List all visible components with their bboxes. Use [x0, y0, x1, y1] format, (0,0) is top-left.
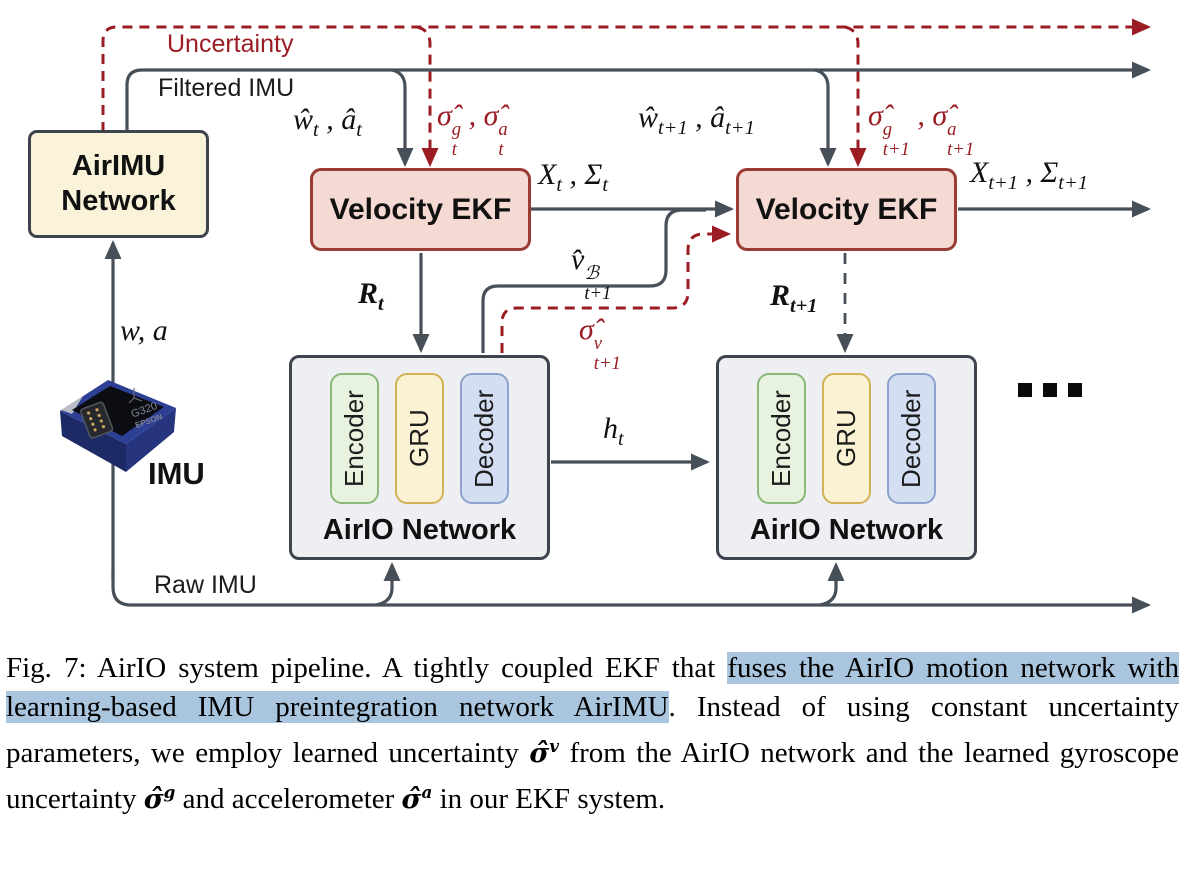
- velocity-uncertainty-line: [500, 225, 731, 353]
- encoder-pill: Encoder: [757, 373, 806, 504]
- ellipsis-icon: [1018, 383, 1082, 397]
- label-x-sigma-t: Xt , Σt: [538, 158, 608, 196]
- filtered-imu-line: [125, 61, 1151, 132]
- airio-network-2-box: Encoder GRU Decoder AirIO Network: [716, 355, 977, 560]
- label-w-a: w, a: [120, 314, 168, 347]
- caption-text: . Instead of using constant uncertainty …: [6, 691, 1179, 769]
- filtered-imu-branch-ekf1: [391, 68, 414, 167]
- connector-lines: [101, 18, 1151, 614]
- gru-pill: GRU: [822, 373, 871, 504]
- label-what-t1: ŵt+1 , ât+1: [638, 101, 755, 139]
- raw-imu-branch-airio2: [819, 562, 845, 607]
- velocity-ekf-2-label: Velocity EKF: [755, 192, 938, 226]
- uncertainty-label: Uncertainty: [167, 30, 294, 58]
- caption-math-symbol: σ̂a: [401, 782, 433, 815]
- figure-caption: Fig. 7: AirIO system pipeline. A tightly…: [0, 632, 1185, 819]
- label-what-t: ŵt , ât: [293, 103, 362, 141]
- airio-network-1-label: AirIO Network: [322, 514, 517, 546]
- label-x-sigma-t1: Xt+1 , Σt+1: [970, 156, 1088, 194]
- raw-imu-line: [111, 570, 1151, 614]
- velocity-ekf-1-label: Velocity EKF: [329, 192, 512, 226]
- gru-pill: GRU: [395, 373, 444, 504]
- airio-pipeline-diagram: Uncertainty Filtered IMU Raw IMU AirIMU …: [28, 18, 1151, 614]
- imu-axis-glyph: [128, 388, 143, 404]
- uncertainty-line: [101, 18, 1151, 132]
- filtered-imu-branch-ekf2: [814, 68, 837, 167]
- label-r-t: Rt: [358, 277, 384, 315]
- airio-network-2-label: AirIO Network: [749, 514, 944, 546]
- uncertainty-branch-ekf1: [416, 25, 439, 167]
- label-h-t: ht: [603, 412, 624, 450]
- airio-network-1-box: Encoder GRU Decoder AirIO Network: [289, 355, 550, 560]
- caption-text: Fig. 7: AirIO system pipeline. A tightly…: [6, 652, 728, 684]
- imu-label: IMU: [148, 456, 205, 491]
- velocity-feedback-line: [481, 208, 706, 353]
- filtered-imu-label: Filtered IMU: [158, 74, 295, 102]
- caption-text: and accelerometer: [175, 783, 402, 815]
- velocity-ekf-2-box: Velocity EKF: [736, 168, 957, 251]
- caption-math-symbol: σ̂v: [529, 736, 559, 769]
- airimu-network-label: AirIMU Network: [61, 149, 176, 217]
- decoder-pill: Decoder: [887, 373, 936, 504]
- caption-text: in our EKF system.: [432, 783, 666, 815]
- imu-device-illustration: G320 EPSON: [60, 380, 176, 472]
- encoder-pill: Encoder: [330, 373, 379, 504]
- raw-imu-branch-airio1: [375, 562, 401, 607]
- velocity-ekf-1-box: Velocity EKF: [310, 168, 531, 251]
- airio-2-layers: Encoder GRU Decoder: [757, 373, 936, 504]
- airimu-network-box: AirIMU Network: [28, 130, 209, 238]
- airio-1-layers: Encoder GRU Decoder: [330, 373, 509, 504]
- caption-text: from the AirIO network and the learned g…: [6, 737, 1179, 815]
- uncertainty-branch-ekf2: [844, 25, 867, 167]
- label-r-t1: Rt+1: [770, 279, 818, 317]
- decoder-pill: Decoder: [460, 373, 509, 504]
- caption-math-symbol: σ̂g: [143, 782, 176, 815]
- raw-imu-label: Raw IMU: [154, 571, 257, 599]
